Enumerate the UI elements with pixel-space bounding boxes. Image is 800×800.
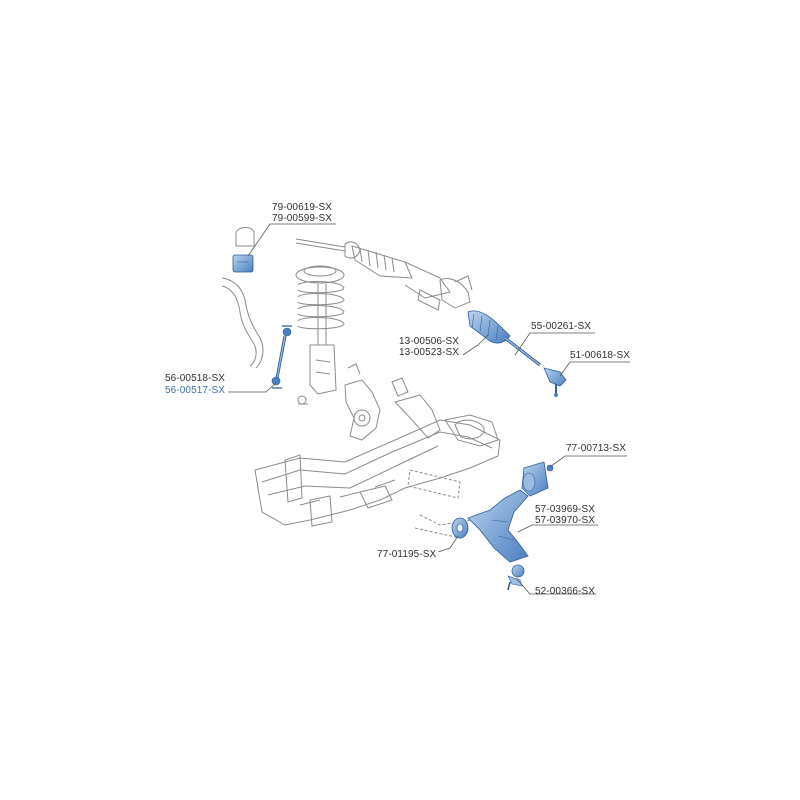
lower-control-arm-highlight [467, 489, 529, 563]
inner-tie-rod-highlight [467, 310, 541, 367]
part-label-79-00599-sx: 79-00599-SX [272, 213, 333, 224]
tie-rod-end-highlight [543, 367, 567, 397]
strut-assembly [295, 265, 345, 405]
front-bushing-highlight [451, 517, 469, 539]
ball-joint-highlight [507, 564, 525, 591]
part-label-79-00619-sx: 79-00619-SX [272, 202, 333, 213]
subframe [254, 377, 501, 539]
rear-bushing-highlight [521, 461, 554, 497]
stabilizer-bar [221, 227, 264, 369]
part-label-51-00618-sx: 51-00618-SX [570, 350, 631, 361]
part-label-56-00517-sx: 56-00517-SX [165, 385, 226, 396]
part-label-13-00506-sx: 13-00506-SX [399, 336, 460, 347]
stabilizer-link-highlight [271, 325, 292, 389]
part-label-57-03969-sx: 57-03969-SX [535, 504, 596, 515]
part-label-77-01195-sx: 77-01195-SX [377, 549, 437, 560]
part-label-52-00366-sx: 52-00366-SX [535, 586, 596, 597]
part-label-56-00518-sx: 56-00518-SX [165, 373, 226, 384]
part-label-13-00523-sx: 13-00523-SX [399, 347, 460, 358]
steering-rack [295, 238, 473, 311]
part-label-55-00261-sx: 55-00261-SX [531, 321, 592, 332]
part-label-57-03970-sx: 57-03970-SX [535, 515, 596, 526]
steering-knuckle [344, 363, 381, 441]
part-label-77-00713-sx: 77-00713-SX [566, 443, 627, 454]
stabilizer-bushing-highlight [232, 254, 254, 273]
leader-lines [228, 223, 630, 595]
